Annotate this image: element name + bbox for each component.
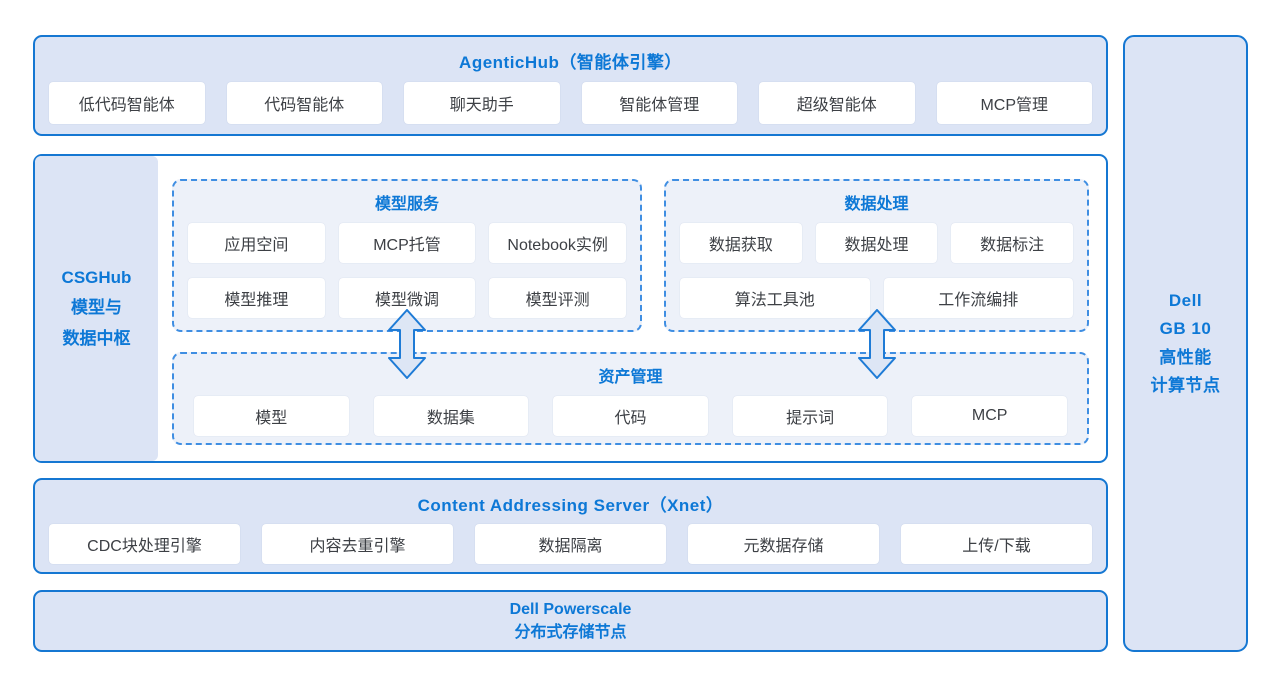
- powerscale-label: Dell Powerscale 分布式存储节点: [510, 598, 632, 644]
- model-service-title: 模型服务: [374, 196, 439, 213]
- agentichub-item: 低代码智能体: [49, 82, 205, 124]
- data-processing-item: 数据获取: [680, 223, 802, 263]
- data-processing-item: 数据标注: [951, 223, 1073, 263]
- data-processing-title: 数据处理: [844, 196, 909, 213]
- model-service-item: MCP托管: [338, 223, 476, 263]
- cas-item: 元数据存储: [688, 524, 879, 564]
- cas-items: CDC块处理引擎内容去重引擎数据隔离元数据存储上传/下载: [35, 516, 1106, 564]
- model-service-item: Notebook实例: [489, 223, 626, 263]
- agentichub-item: 智能体管理: [581, 82, 737, 124]
- asset-management-item: 提示词: [732, 396, 888, 436]
- bidirectional-arrow-icon: [858, 309, 896, 379]
- csghub-side-panel: CSGHub 模型与数据中枢: [35, 156, 158, 461]
- data-processing-items-row2: 算法工具池工作流编排: [666, 263, 1087, 318]
- content-addressing-server-section: Content Addressing Server（Xnet） CDC块处理引擎…: [33, 478, 1108, 574]
- asset-management-items: 模型数据集代码提示词 MCP: [174, 387, 1087, 436]
- asset-management-title: 资产管理: [598, 369, 663, 386]
- agentichub-title: AgenticHub（智能体引擎）: [459, 53, 682, 72]
- asset-management-item: 数据集: [373, 396, 529, 436]
- cas-title: Content Addressing Server（Xnet）: [417, 496, 724, 515]
- gb10-section: Dell GB 10 高性能计算节点: [1123, 35, 1248, 652]
- model-service-item: 模型推理: [188, 278, 325, 318]
- cas-item: 上传/下载: [901, 524, 1092, 564]
- model-service-item: 应用空间: [188, 223, 325, 263]
- gb10-label-line: 高性能: [1159, 347, 1212, 367]
- powerscale-section: Dell Powerscale 分布式存储节点: [33, 590, 1108, 652]
- cas-item: 数据隔离: [475, 524, 666, 564]
- agentichub-item: MCP管理: [936, 82, 1092, 124]
- agentichub-items: 低代码智能体代码智能体聊天助手智能体管理超级智能体 MCP管理: [35, 73, 1106, 124]
- data-processing-item: 数据处理: [815, 223, 938, 263]
- asset-management-item: MCP: [912, 396, 1067, 436]
- powerscale-label-line: 分布式存储节点: [514, 624, 627, 641]
- asset-management-item: 代码: [553, 396, 708, 436]
- data-processing-item: 算法工具池: [680, 278, 870, 318]
- gb10-label: Dell GB 10 高性能计算节点: [1151, 287, 1221, 399]
- asset-management-item: 模型: [194, 396, 349, 436]
- cas-item: CDC块处理引擎: [49, 524, 240, 564]
- csghub-label-line: CSGHub: [61, 267, 132, 287]
- csghub-label-line: 数据中枢: [62, 328, 131, 348]
- cas-item: 内容去重引擎: [262, 524, 453, 564]
- gb10-label-line: Dell: [1168, 291, 1203, 311]
- csghub-label-line: 模型与: [70, 298, 122, 318]
- gb10-label-line: GB 10: [1159, 319, 1212, 339]
- asset-management-group: 资产管理 模型数据集代码提示词 MCP: [172, 352, 1089, 445]
- agentichub-item: 代码智能体: [226, 82, 382, 124]
- gb10-label-line: 计算节点: [1150, 375, 1221, 395]
- csghub-label: CSGHub 模型与数据中枢: [62, 263, 132, 355]
- bidirectional-arrow-icon: [388, 309, 426, 379]
- agentichub-section: AgenticHub（智能体引擎） 低代码智能体代码智能体聊天助手智能体管理超级…: [33, 35, 1108, 136]
- agentichub-item: 超级智能体: [759, 82, 915, 124]
- data-processing-item: 工作流编排: [883, 278, 1073, 318]
- agentichub-item: 聊天助手: [404, 82, 560, 124]
- data-processing-items-row1: 数据获取数据处理数据标注: [666, 214, 1087, 263]
- model-service-item: 模型评测: [489, 278, 626, 318]
- powerscale-label-line: Dell Powerscale: [509, 600, 632, 618]
